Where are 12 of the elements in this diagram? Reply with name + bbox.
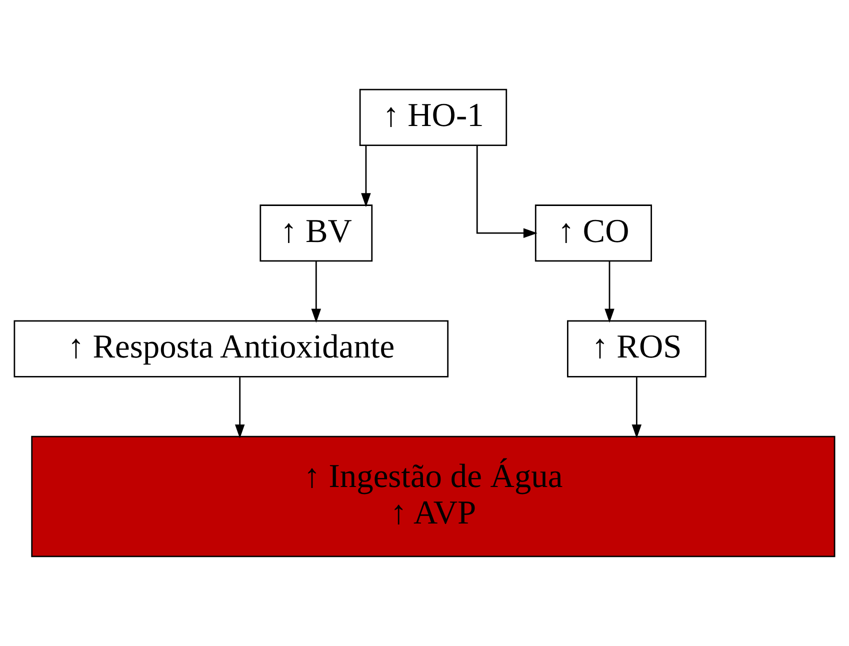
node-box: ↑ BV <box>260 204 373 262</box>
node-box: ↑ ROS <box>567 320 706 378</box>
arrow <box>604 261 614 323</box>
node-box: ↑ CO <box>534 204 652 262</box>
arrow <box>632 377 642 438</box>
arrow <box>361 145 371 208</box>
node-box: ↑ Ingestão de Água ↑ AVP <box>31 436 836 558</box>
node-box: ↑ HO-1 <box>359 88 508 146</box>
node-box: ↑ Resposta Antioxidante <box>14 320 449 378</box>
arrow <box>476 145 538 238</box>
arrow <box>311 261 322 323</box>
arrow <box>234 377 245 438</box>
